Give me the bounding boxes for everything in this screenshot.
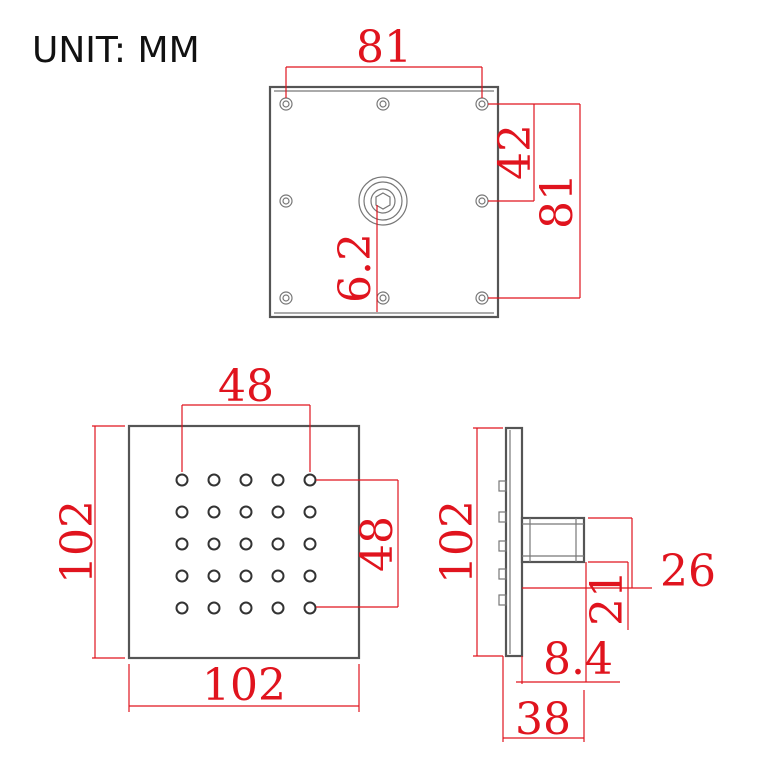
front-width-label: 102 bbox=[202, 660, 286, 711]
nozzle bbox=[207, 505, 221, 519]
nozzle bbox=[303, 537, 317, 551]
screw-hole bbox=[376, 97, 390, 111]
connector-inner-dimension: 21 bbox=[582, 561, 633, 682]
plate-depth-dimension: 8.4 bbox=[516, 634, 620, 685]
nozzle bbox=[207, 537, 221, 551]
screw-spacing-label: 42 bbox=[490, 124, 541, 180]
side-nozzle-bumps bbox=[498, 480, 507, 606]
front-height-label: 102 bbox=[52, 500, 103, 584]
connector-diameter-label: 26 bbox=[660, 546, 716, 597]
back-width-dimension: 81 bbox=[285, 22, 483, 98]
nozzle bbox=[175, 601, 189, 615]
nozzle-grid bbox=[175, 473, 317, 615]
nozzle bbox=[207, 569, 221, 583]
grid-height-label: 48 bbox=[352, 516, 403, 572]
grid-width-label: 48 bbox=[218, 361, 274, 412]
plate-depth-label: 8.4 bbox=[543, 634, 613, 685]
front-width-dimension: 102 bbox=[128, 660, 360, 712]
nozzle bbox=[175, 569, 189, 583]
grid-height-dimension: 48 bbox=[316, 479, 403, 608]
unit-label: UNIT: MM bbox=[32, 30, 200, 71]
side-view: 102 26 21 8.4 38 bbox=[432, 426, 716, 745]
side-plate-outline bbox=[504, 426, 524, 658]
front-height-dimension: 102 bbox=[52, 425, 125, 659]
screw-hole bbox=[279, 194, 293, 208]
back-width-label: 81 bbox=[356, 22, 412, 73]
front-view: 48 48 102 102 bbox=[52, 361, 403, 712]
screw-hole bbox=[279, 291, 293, 305]
nozzle bbox=[239, 505, 253, 519]
threaded-connector bbox=[520, 516, 586, 564]
nozzle bbox=[175, 537, 189, 551]
water-inlet bbox=[358, 176, 408, 226]
screw-spacing-dimension: 42 bbox=[488, 104, 541, 202]
nozzle bbox=[239, 537, 253, 551]
nozzle bbox=[271, 569, 285, 583]
grid-width-dimension: 48 bbox=[181, 361, 311, 472]
nozzle bbox=[239, 473, 253, 487]
inlet-label: 6.2 bbox=[330, 233, 381, 303]
nozzle bbox=[207, 601, 221, 615]
total-depth-dimension: 38 bbox=[502, 656, 585, 745]
nozzle bbox=[303, 505, 317, 519]
nozzle bbox=[271, 601, 285, 615]
screw-holes bbox=[279, 97, 489, 305]
back-view: 81 81 42 6.2 bbox=[268, 22, 583, 319]
nozzle bbox=[239, 601, 253, 615]
nozzle bbox=[271, 537, 285, 551]
nozzle bbox=[175, 505, 189, 519]
nozzle bbox=[175, 473, 189, 487]
connector-diameter-dimension: 26 bbox=[522, 517, 716, 597]
connector-inner-label: 21 bbox=[582, 570, 633, 626]
nozzle bbox=[271, 505, 285, 519]
back-height-label: 81 bbox=[532, 173, 583, 229]
total-depth-label: 38 bbox=[515, 694, 571, 745]
nozzle bbox=[207, 473, 221, 487]
back-height-dimension: 81 bbox=[488, 103, 583, 299]
nozzle bbox=[303, 473, 317, 487]
nozzle bbox=[271, 473, 285, 487]
nozzle bbox=[303, 601, 317, 615]
side-height-dimension: 102 bbox=[432, 427, 503, 657]
nozzle bbox=[303, 569, 317, 583]
mounting-plate-outline bbox=[268, 85, 500, 319]
side-height-label: 102 bbox=[432, 500, 483, 584]
inlet-dimension: 6.2 bbox=[330, 205, 381, 312]
nozzle bbox=[239, 569, 253, 583]
